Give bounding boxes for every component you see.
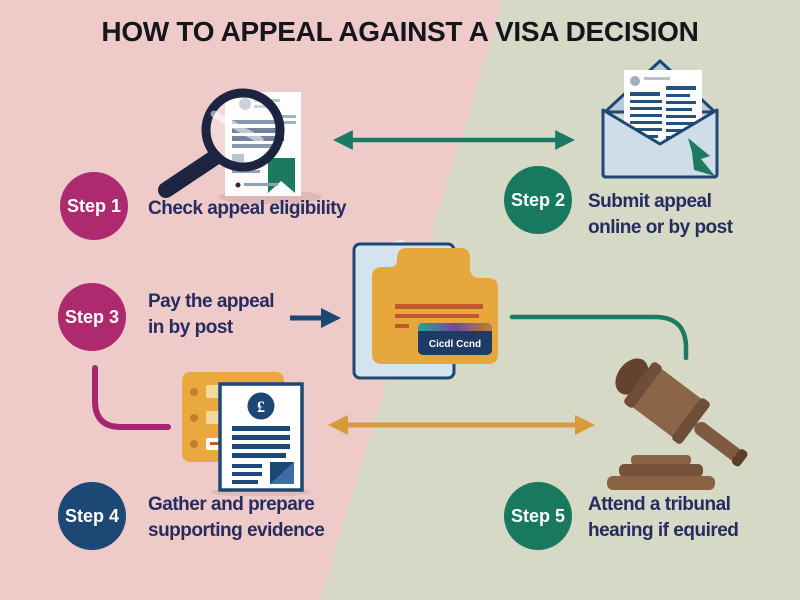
envelope-letter-icon — [601, 59, 719, 179]
connector-payment-to-gavel — [509, 314, 689, 361]
payment-folder-icon: Cicdl Ccnd — [352, 239, 498, 380]
connector-step3-to-step4 — [92, 365, 171, 430]
step4-label: Gather and prepare supporting evidence — [148, 494, 325, 541]
pound-symbol: £ — [257, 399, 265, 416]
evidence-documents-icon: £ — [182, 372, 311, 496]
step2-badge: Step 2 — [504, 166, 572, 234]
step1-label: Check appeal eligibility — [148, 198, 347, 219]
gavel-icon — [607, 358, 748, 490]
page-title: HOW TO APPEAL AGAINST A VISA DECISION — [101, 16, 699, 47]
green-ribbon — [688, 138, 715, 176]
credit-card-text: Cicdl Ccnd — [429, 339, 481, 350]
envelope-front — [601, 108, 719, 179]
gavel-base — [607, 455, 715, 490]
step4-badge: Step 4 — [58, 482, 126, 550]
step1-badge: Step 1 — [60, 172, 128, 240]
gavel-handle — [694, 421, 744, 463]
step2-label: Submit appeal online or by post — [588, 191, 733, 238]
step3-badge: Step 3 — [58, 283, 126, 351]
gavel-head — [615, 358, 748, 467]
step5-label: Attend a tribunal hearing if equired — [588, 494, 739, 541]
magnifier-document-icon — [158, 88, 322, 204]
magnifier-handle — [158, 150, 222, 198]
step3-label: Pay the appeal in by post — [148, 291, 275, 338]
step5-badge: Step 5 — [504, 482, 572, 550]
